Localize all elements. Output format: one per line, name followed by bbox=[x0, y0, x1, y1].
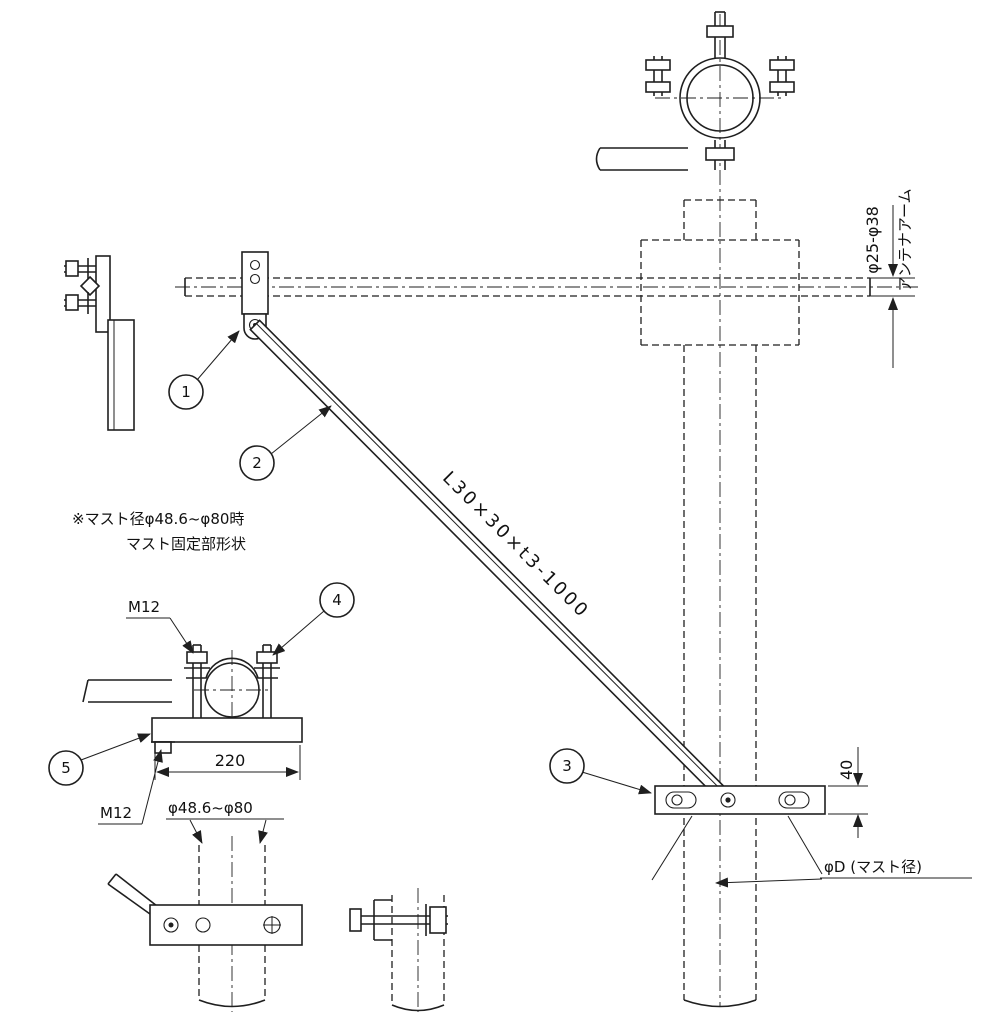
mast-dia-label: φD (マスト径) bbox=[651, 815, 972, 888]
dim-220-label: 220 bbox=[215, 751, 246, 770]
bottom-front-view bbox=[107, 836, 303, 1012]
brace-label: L30×30×t3-1000 bbox=[438, 467, 593, 622]
svg-text:4: 4 bbox=[332, 591, 342, 609]
note-line-2: マスト固定部形状 bbox=[126, 535, 246, 553]
saddle-arm-stub bbox=[82, 679, 172, 703]
saddle-clamp-detail bbox=[82, 644, 303, 754]
saddle-right-bolt bbox=[254, 644, 280, 718]
callout-2: 2 bbox=[239, 405, 332, 481]
side-through-bolt bbox=[349, 904, 448, 936]
top-clamp-view bbox=[595, 11, 795, 171]
svg-text:L30×30×t3-1000: L30×30×t3-1000 bbox=[438, 467, 593, 622]
antenna-arm bbox=[184, 277, 871, 297]
mast bbox=[640, 199, 800, 1008]
clamp-bottom-bolt bbox=[705, 140, 735, 170]
note-line-1: ※マスト径φ48.6~φ80時 bbox=[72, 510, 244, 528]
center-lines bbox=[175, 14, 918, 1006]
dim-40-label: 40 bbox=[837, 760, 856, 780]
note: ※マスト径φ48.6~φ80時 マスト固定部形状 bbox=[72, 510, 246, 553]
mast-coupling bbox=[640, 239, 800, 346]
arm-dimension: φ25-φ38 アンテナアーム bbox=[863, 188, 915, 368]
m12-lower-label: M12 bbox=[98, 749, 163, 825]
callout-1: 1 bbox=[168, 330, 240, 410]
clamp-right-bolt bbox=[769, 56, 795, 96]
svg-text:φ48.6~φ80: φ48.6~φ80 bbox=[168, 799, 253, 817]
arm-name-label: アンテナアーム bbox=[896, 188, 914, 291]
svg-text:1: 1 bbox=[181, 383, 191, 401]
side-bolt-lower bbox=[64, 292, 96, 314]
side-bolt-upper bbox=[64, 258, 96, 280]
dim-220: 220 bbox=[154, 745, 301, 780]
m12-upper-label: M12 bbox=[126, 598, 194, 654]
bracket-side-view bbox=[64, 255, 135, 431]
svg-text:2: 2 bbox=[252, 454, 262, 472]
callout-3: 3 bbox=[549, 748, 652, 795]
clamp-arm-stub bbox=[595, 147, 688, 171]
saddle-left-bolt bbox=[184, 644, 210, 718]
front-brace-stub bbox=[107, 873, 158, 915]
saddle-base-plate bbox=[151, 717, 303, 743]
bottom-side-view bbox=[349, 888, 448, 1012]
svg-text:3: 3 bbox=[562, 757, 572, 775]
dim-40: 40 bbox=[828, 747, 868, 838]
bracket-3 bbox=[654, 785, 826, 815]
arm-dia-label: φ25-φ38 bbox=[863, 206, 882, 274]
svg-text:φD (マスト径): φD (マスト径) bbox=[824, 858, 922, 876]
svg-text:M12: M12 bbox=[128, 598, 160, 616]
clamp-left-bolt bbox=[645, 56, 671, 96]
clamp-top-bolt bbox=[706, 11, 734, 58]
mast-range-label: φ48.6~φ80 bbox=[166, 799, 284, 844]
brace bbox=[249, 319, 735, 807]
svg-text:5: 5 bbox=[61, 759, 71, 777]
callout-5: 5 bbox=[48, 733, 151, 786]
callout-4: 4 bbox=[272, 582, 355, 656]
svg-text:M12: M12 bbox=[100, 804, 132, 822]
side-hex-nut bbox=[79, 275, 101, 297]
